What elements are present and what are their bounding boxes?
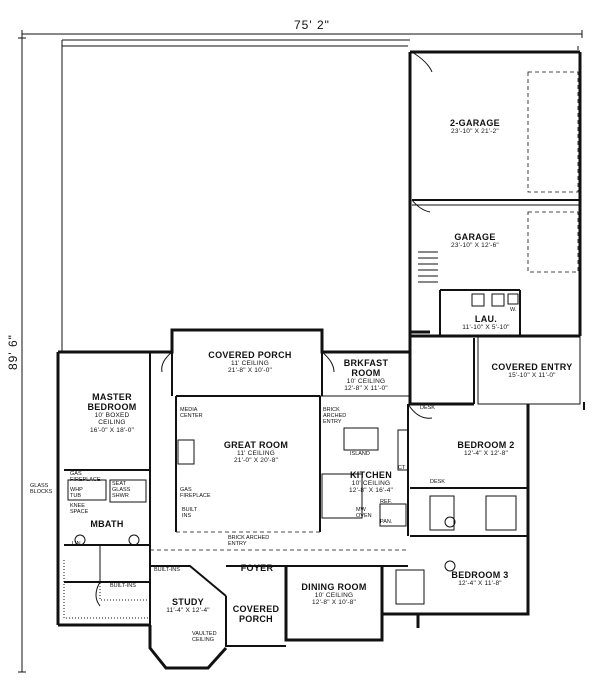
room-covered-porch-front: COVERED PORCH [228,604,284,624]
room-laundry: LAU. 11'-10" X 5'-10" [456,314,516,331]
room-dims: 12'-8" X 10'-8" [311,599,357,607]
room-dims: 21'-0" X 20'-8" [233,457,279,465]
room-name: FOYER [240,563,274,573]
dimension-lines [18,30,583,673]
room-2-garage: 2-GARAGE 23'-10" X 21'-2" [432,118,518,135]
room-breakfast: BRKFAST ROOM 10' CEILING 12'-8" X 11'-0" [336,358,396,393]
note-knee-space: KNEE SPACE [70,503,89,515]
room-dims: 16'-0" X 18'-0" [89,426,135,434]
room-ceiling: 10' CEILING [351,480,391,488]
room-dims: 21'-8" X 10'-0" [227,367,273,375]
room-name: BRKFAST ROOM [343,358,389,379]
room-dims: 15'-10" X 11'-0" [508,372,556,380]
note-mw-oven: MW OVEN [356,507,372,519]
room-name: GREAT ROOM [223,440,289,450]
room-dims: 12'-8" X 11'-0" [344,385,388,393]
room-dims: 11'-4" X 12'-4" [166,607,210,615]
note-seat-glass-shwr: SEAT GLASS SHWR [112,481,131,499]
note-built-ins-study: BUILT-INS [154,567,180,573]
note-pan: PAN. [380,519,393,525]
room-dims: 12'-4" X 11'-8" [458,580,502,588]
garage-walls [408,50,582,338]
note-ref: REF. [380,499,392,505]
room-mbath: MBATH [82,519,132,529]
note-vaulted-ceiling: VAULTED CEILING [192,631,217,643]
room-ceiling: 10' CEILING [314,592,354,600]
note-desk-1: DESK [420,405,435,411]
room-bedroom-2: BEDROOM 2 12'-4" X 12'-8" [448,440,524,457]
note-ct: CT [398,465,406,471]
room-name: GARAGE [454,232,496,242]
room-covered-entry: COVERED ENTRY 15'-10" X 11'-0" [484,362,580,379]
room-name: MBATH [90,519,124,529]
room-name: 2-GARAGE [450,118,500,128]
note-built-ins-master: BUILT-INS [110,583,136,589]
room-name: COVERED ENTRY [491,362,573,372]
room-ceiling: 10' CEILING [346,378,386,386]
room-ceiling: 10' BOXED CEILING [94,412,130,427]
room-name: STUDY [171,597,204,607]
room-kitchen: KITCHEN 10' CEILING 12'-8" X 16'-4" [336,470,406,495]
note-whp-tub: WHP TUB [70,487,83,499]
note-gas-fireplace-master: GAS FIREPLACE [70,471,101,483]
room-dims: 23'-10" X 21'-2" [451,128,499,136]
note-brick-arched-entry-bottom: BRICK ARCHED ENTRY [228,535,270,547]
room-ceiling: 11' CEILING [230,360,269,368]
room-covered-porch: COVERED PORCH 11' CEILING 21'-8" X 10'-0… [190,350,310,375]
room-dims: 12'-4" X 12'-8" [463,450,509,458]
room-name: COVERED PORCH [232,604,280,625]
room-foyer: FOYER [232,563,282,573]
room-name: DINING ROOM [301,582,367,592]
note-brick-arched-entry-top: BRICK ARCHED ENTRY [323,407,347,425]
interior-walls [64,351,517,607]
room-name: KITCHEN [349,470,393,480]
overall-width-label: 75' 2" [294,18,330,32]
room-bedroom-3: BEDROOM 3 12'-4" X 11'-8" [440,570,520,587]
room-dims: 12'-8" X 16'-4" [348,487,394,495]
lot-outline [61,39,579,352]
note-built-ins-great-room: BUILT INS [182,507,198,519]
note-gas-fireplace-great-room: GAS FIREPLACE [180,487,211,499]
patio-outline [63,560,150,619]
room-name: LAU. [474,314,498,324]
room-dims: 23'-10" X 12'-6" [451,242,499,250]
room-name: BEDROOM 3 [451,570,509,580]
room-ceiling: 11' CEILING [236,450,275,458]
room-garage: GARAGE 23'-10" X 12'-6" [432,232,518,249]
note-media-center: MEDIA CENTER [180,407,203,419]
room-name: BEDROOM 2 [457,440,515,450]
note-washer: W. [510,307,517,313]
room-name: COVERED PORCH [208,350,292,360]
room-study: STUDY 11'-4" X 12'-4" [158,597,218,614]
room-dining: DINING ROOM 10' CEILING 12'-8" X 10'-8" [292,582,376,607]
note-linen: LIN. [72,541,83,547]
note-desk-2: DESK [430,479,445,485]
overall-depth-label: 89' 6" [6,334,20,370]
room-name: MASTER BEDROOM [87,392,137,413]
note-island: ISLAND [350,451,370,457]
room-master-bedroom: MASTER BEDROOM 10' BOXED CEILING 16'-0" … [82,392,142,434]
room-great-room: GREAT ROOM 11' CEILING 21'-0" X 20'-8" [208,440,304,465]
room-dims: 11'-10" X 5'-10" [462,324,510,332]
note-glass-blocks: GLASS BLOCKS [30,483,53,495]
